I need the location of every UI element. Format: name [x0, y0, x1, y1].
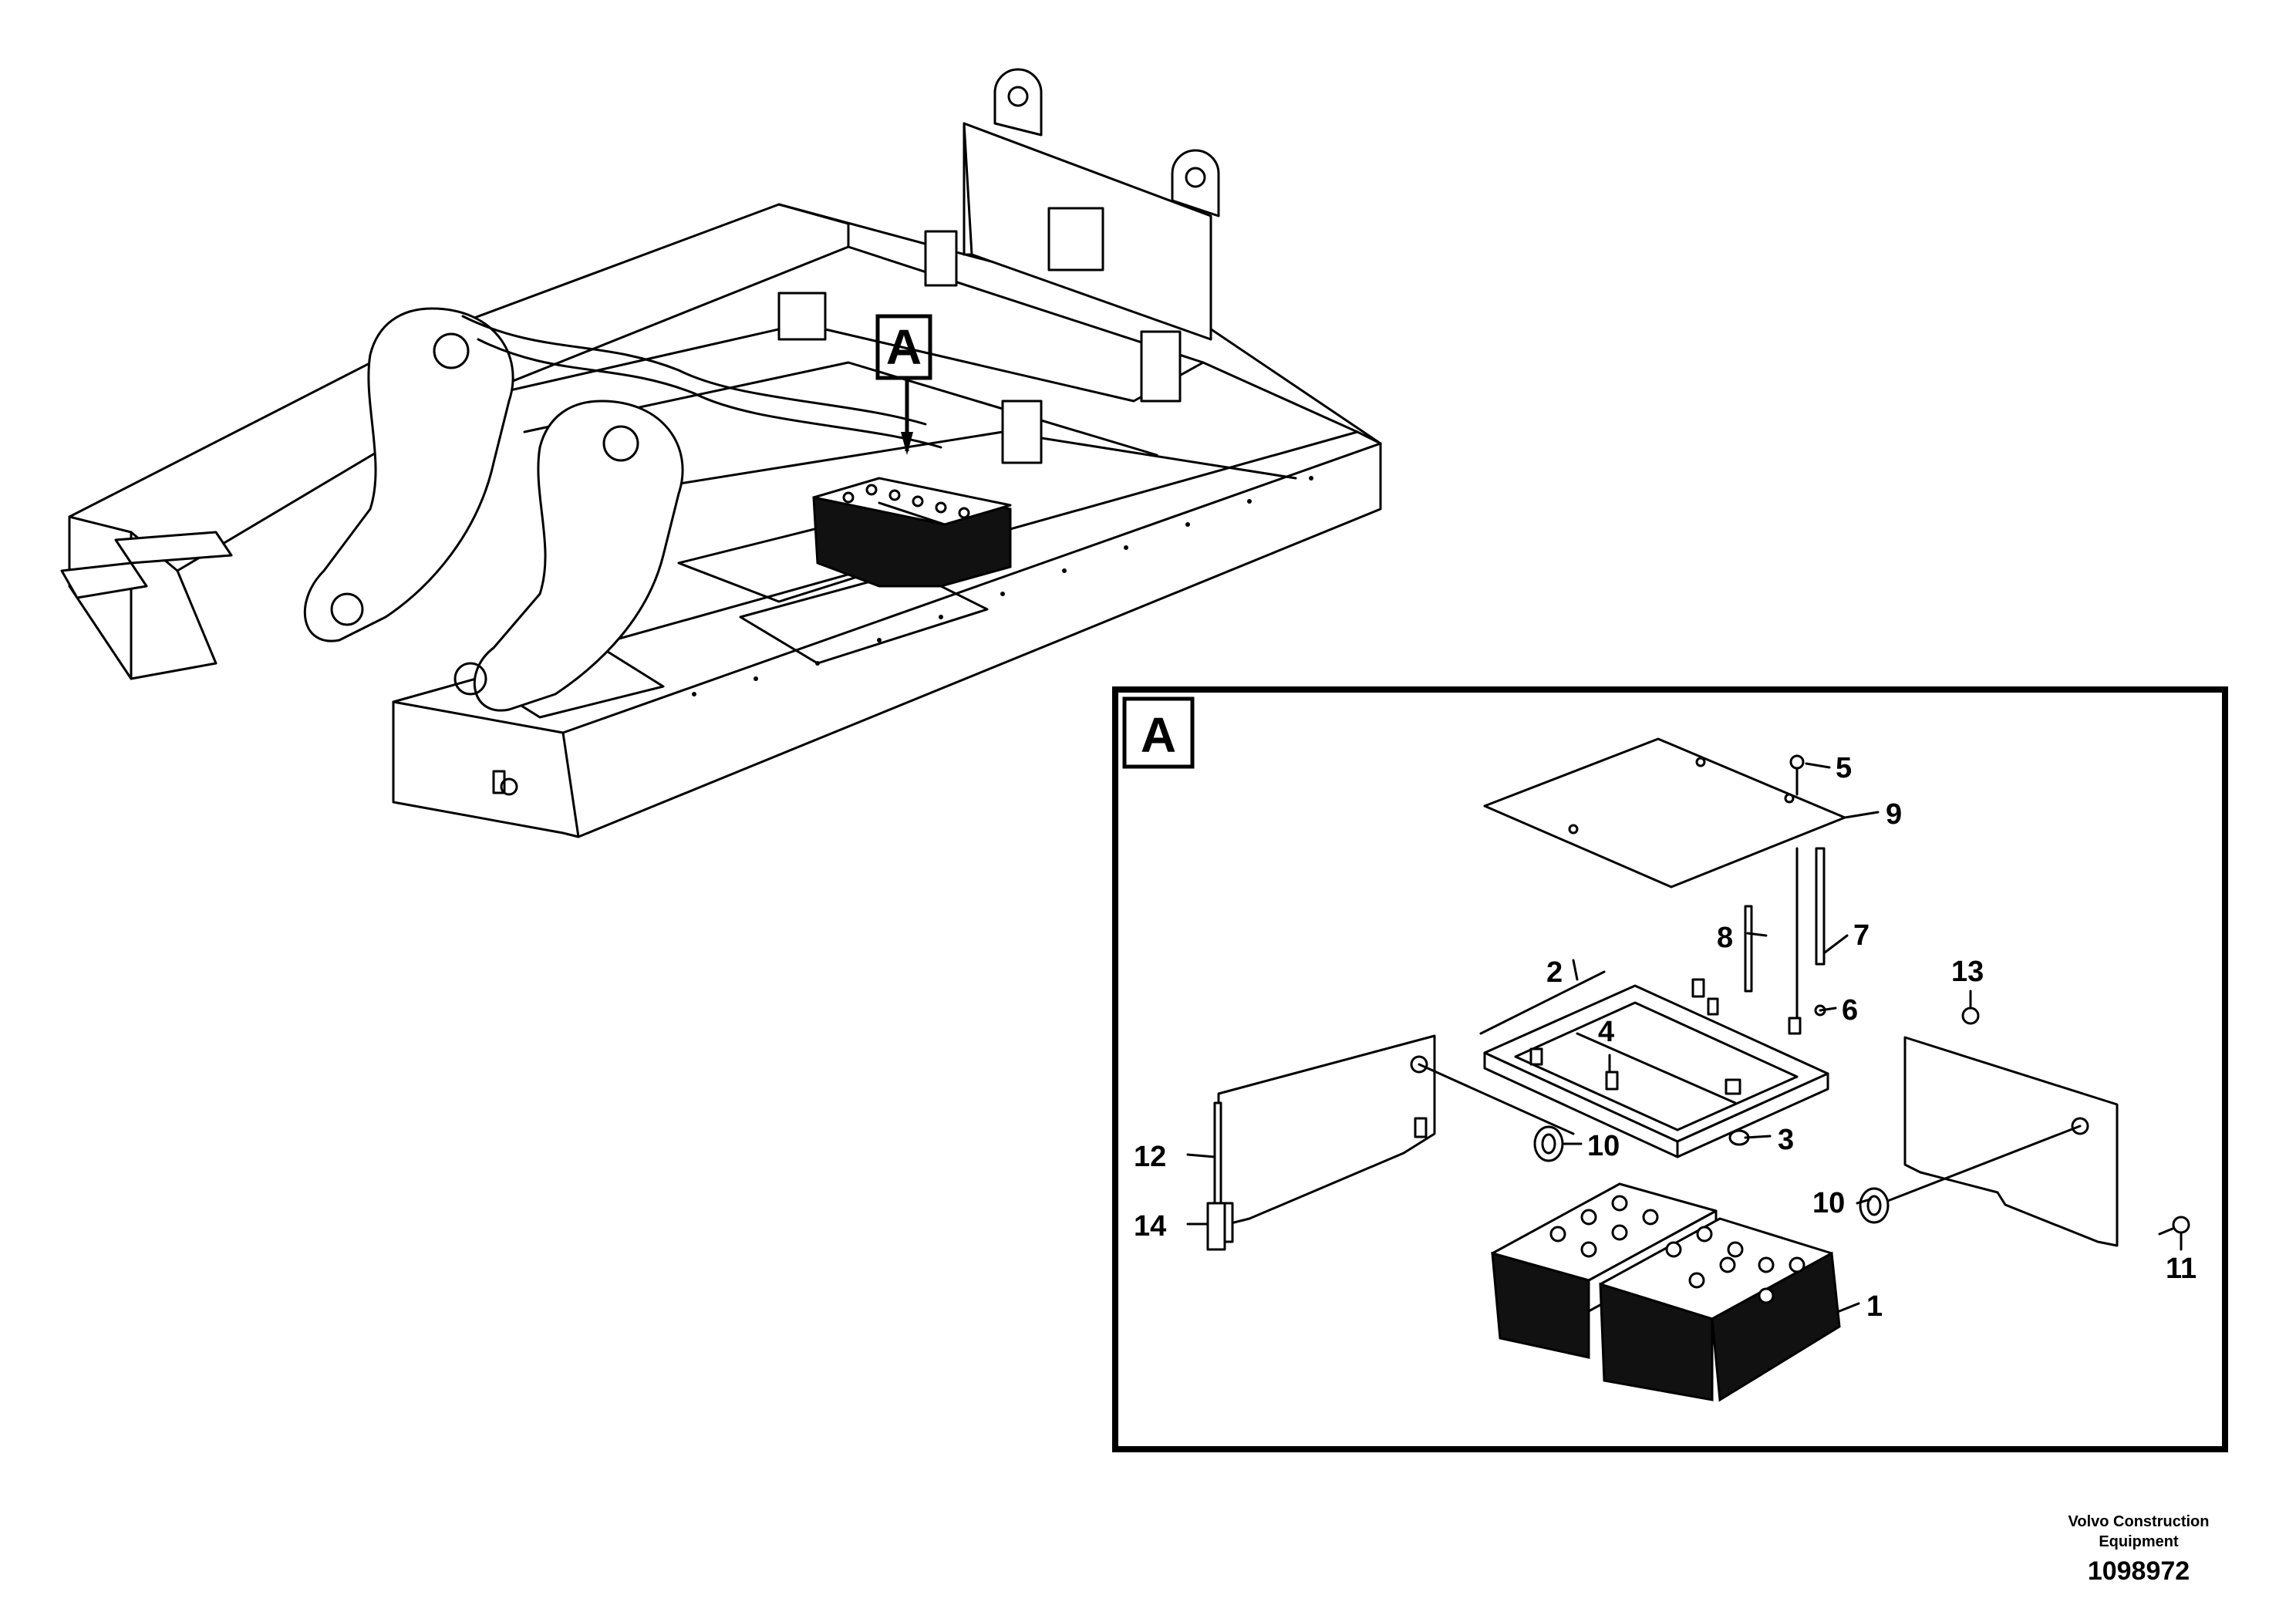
callout-3: 3 [1778, 1124, 1794, 1156]
svg-text:A: A [1141, 707, 1176, 763]
callout-12: 12 [1134, 1141, 1166, 1173]
clip-14 [1206, 1202, 1226, 1251]
callout-5: 5 [1836, 752, 1852, 784]
callout-13: 13 [1951, 956, 1984, 988]
callout-7: 7 [1853, 919, 1870, 952]
callout-10-left: 10 [1587, 1130, 1620, 1162]
callout-10-right: 10 [1812, 1187, 1845, 1219]
callout-1: 1 [1866, 1290, 1883, 1323]
battery-terminals [1549, 1195, 1805, 1304]
grommet-10-right [1859, 1187, 1890, 1224]
callout-labels: 1 2 3 4 5 6 7 8 9 10 10 11 12 13 14 [1134, 752, 2197, 1323]
frame-holes [692, 476, 1313, 696]
bolt-13 [1961, 1007, 1980, 1025]
callout-2: 2 [1546, 956, 1563, 989]
overview-marker-a: A [875, 314, 932, 455]
callout-14: 14 [1134, 1210, 1166, 1243]
grommet-10-left [1533, 1125, 1564, 1162]
callout-6: 6 [1842, 994, 1858, 1027]
bolt-5 [1789, 754, 1805, 796]
callout-leaders [1186, 762, 2183, 1313]
tie-rods [1744, 847, 1826, 1027]
right-side-panel [1880, 1036, 2119, 1247]
bolt-11 [2172, 1216, 2190, 1234]
detail-view-frame [1112, 686, 2228, 1452]
callout-4: 4 [1598, 1016, 1614, 1048]
battery-overview [812, 477, 1012, 588]
upper-frame-overview [60, 68, 1382, 838]
strip-12 [1213, 1101, 1222, 1205]
callout-11: 11 [2166, 1253, 2197, 1285]
svg-text:A: A [886, 319, 922, 375]
detail-marker-a: A [1122, 696, 1195, 769]
callout-9: 9 [1886, 798, 1902, 831]
battery-tray [1479, 970, 1829, 1158]
document-number: 1098972 [2087, 1556, 2190, 1586]
callout-8: 8 [1717, 922, 1733, 954]
batteries [1491, 1182, 1841, 1402]
footer-company: Volvo Construction Equipment [2068, 1513, 2210, 1550]
